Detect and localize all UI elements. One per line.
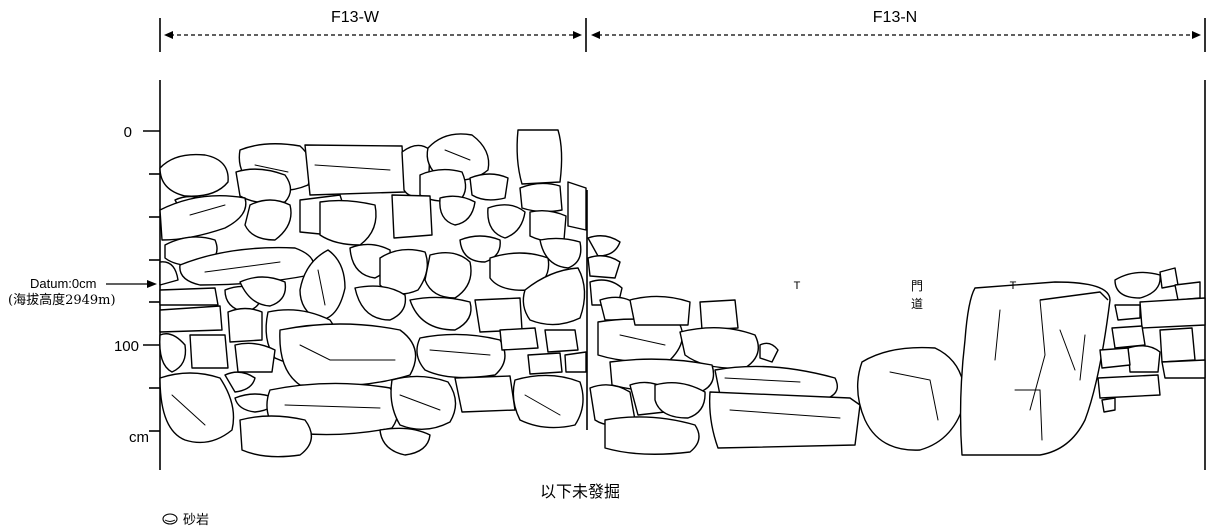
section-label-north: F13-N xyxy=(873,9,917,26)
datum-label: Datum:0cm xyxy=(30,276,96,291)
sandstone-icon xyxy=(162,513,178,525)
datum-elevation: (海拔高度2949m) xyxy=(8,292,116,308)
elevation-marker-right: T xyxy=(1010,280,1017,292)
section-label-west: F13-W xyxy=(331,9,380,26)
section-extent-markers xyxy=(159,18,1206,52)
doorway-label-line2: 道 xyxy=(911,297,923,311)
depth-scale xyxy=(143,80,161,470)
west-wall-cracks xyxy=(171,149,561,426)
north-wall-stones xyxy=(587,235,1206,456)
datum-arrow xyxy=(106,280,157,288)
west-wall-stones xyxy=(159,129,587,458)
north-wall-cracks xyxy=(619,299,1086,441)
unexcavated-note: 以下未發掘 xyxy=(540,482,620,501)
scale-unit: cm xyxy=(129,429,149,446)
scale-tick-0: 0 xyxy=(124,124,132,141)
scale-tick-100: 100 xyxy=(114,338,139,355)
elevation-marker-left: T xyxy=(794,280,801,292)
doorway-label-line1: 門 xyxy=(911,279,923,293)
legend-label: 砂岩 xyxy=(183,513,209,528)
